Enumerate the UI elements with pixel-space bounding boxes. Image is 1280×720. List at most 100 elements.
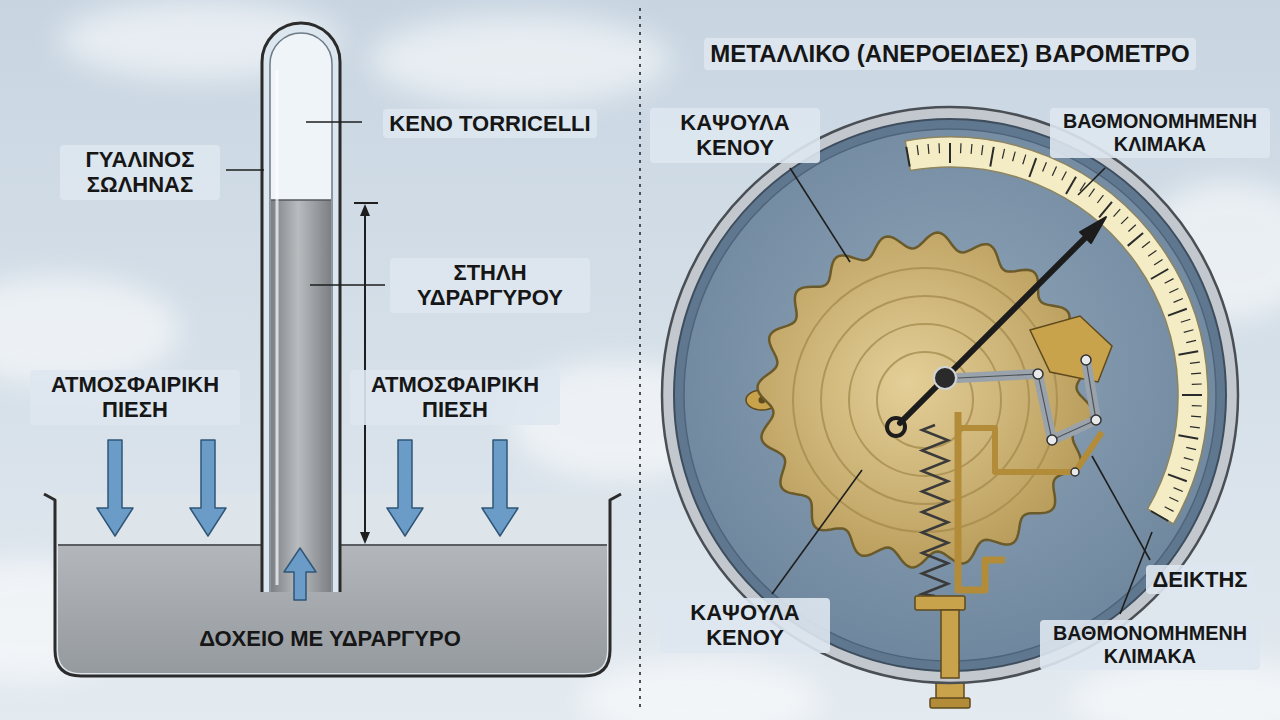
pointer <box>934 367 956 389</box>
pressure-label: ΑΤΜΟΣΦΑΙΡΙΚΗ ΠΙΕΣΗ <box>30 370 240 425</box>
graduated-scale <box>1052 167 1056 176</box>
graduated-scale <box>1169 289 1178 293</box>
graduated-scale <box>927 144 929 154</box>
graduated-scale <box>1148 250 1156 256</box>
graduated-scale <box>1043 162 1047 171</box>
graduated-scale <box>1142 242 1150 248</box>
graduated-scale <box>1089 189 1095 197</box>
gauge-housing <box>674 119 1226 671</box>
graduated-scale <box>1184 330 1194 333</box>
graduated-scale <box>990 147 993 167</box>
pressure-arrow <box>284 548 316 600</box>
linkage <box>1033 355 1101 476</box>
graduated-scale <box>1190 427 1200 428</box>
panel-divider <box>639 8 641 712</box>
sky-background <box>0 275 180 385</box>
linkage <box>1091 415 1101 425</box>
leader-line <box>226 169 264 171</box>
linkage <box>1071 468 1079 476</box>
gauge-housing <box>930 698 970 708</box>
sky-background <box>580 660 820 720</box>
graduated-scale <box>1191 415 1201 417</box>
pointer-label: ΔΕΙΚΤΗΣ <box>1146 565 1253 594</box>
leader-line <box>310 284 385 286</box>
pointer <box>887 418 905 436</box>
scale-label: ΒΑΘΜΟΝΟΜΗΜΕΝΗ ΚΛΙΜΑΚΑ <box>1050 108 1270 158</box>
pointer <box>900 229 1094 423</box>
graduated-scale <box>1181 468 1191 471</box>
sky-background <box>370 15 670 105</box>
pressure-arrow <box>190 440 226 536</box>
graduated-scale <box>906 147 909 167</box>
graduated-scale <box>1191 372 1201 374</box>
graduated-scale <box>1002 149 1004 159</box>
linkage <box>1033 369 1043 379</box>
graduated-scale <box>949 143 951 163</box>
graduated-scale <box>1121 217 1128 224</box>
linkage <box>1081 355 1091 365</box>
graduated-scale <box>1066 177 1076 194</box>
glass-tube <box>262 23 340 592</box>
pressure-arrow <box>97 440 133 536</box>
graduated-scale <box>938 143 940 153</box>
graduated-scale <box>917 145 918 155</box>
glass-tube <box>270 33 332 592</box>
graduated-scale <box>1029 158 1036 177</box>
leader-line <box>226 122 385 285</box>
tube-label: ΓΥΑΛΙΝΟΣ ΣΩΛΗΝΑΣ <box>60 145 220 200</box>
graduated-scale <box>1062 171 1067 180</box>
leader-line <box>1078 168 1105 195</box>
pressure-arrow <box>97 440 518 600</box>
graduated-scale <box>1184 458 1194 461</box>
spring-and-bracket <box>915 596 965 610</box>
graduated-scale <box>1013 152 1016 162</box>
graduated-scale <box>982 145 983 155</box>
graduated-scale <box>960 143 962 153</box>
glass-tube <box>276 70 279 585</box>
graduated-scale <box>1151 269 1168 279</box>
graduated-scale <box>1165 507 1174 512</box>
linkage <box>1047 435 1057 445</box>
graduated-scale <box>1023 155 1026 165</box>
leader-line <box>306 121 362 123</box>
scale-label: ΒΑΘΜΟΝΟΜΗΜΕΝΗ ΚΛΙΜΑΚΑ <box>1040 620 1260 670</box>
leader-line <box>790 168 850 262</box>
graduated-scale <box>1099 202 1112 217</box>
graduated-scale <box>1168 309 1187 316</box>
glass-tube <box>262 23 340 592</box>
pointer <box>887 217 1106 436</box>
vacuum-label: ΚΕΝΟ TORRICELLI <box>383 109 596 138</box>
graduated-scale <box>1192 405 1202 407</box>
gauge-housing <box>684 129 1216 661</box>
graduated-scale <box>1128 233 1143 246</box>
graduated-scale <box>1151 511 1168 521</box>
graduated-scale <box>1128 225 1135 232</box>
graduated-scale <box>1154 260 1162 265</box>
glass-tube <box>271 199 331 201</box>
spring-and-bracket <box>915 412 1005 678</box>
capsule-label: ΚΑΨΟΥΛΑ ΚΕΝΟΥ <box>660 598 830 653</box>
mercury-column <box>271 200 331 592</box>
pressure-label: ΑΤΜΟΣΦΑΙΡΙΚΗ ΠΙΕΣΗ <box>350 370 560 425</box>
linkage <box>1030 316 1112 382</box>
leader-line <box>1092 456 1150 560</box>
column-label: ΣΤΗΛΗ ΥΔΡΑΡΓΥΡΟΥ <box>390 258 590 313</box>
graduated-scale <box>1186 340 1196 342</box>
graduated-scale <box>1169 497 1178 501</box>
panel-title: ΜΕΤΑΛΛΙΚΟ (ΑΝΕΡΟΕΙΔΕΣ) ΒΑΡΟΜΕΤΡΟ <box>704 38 1195 70</box>
graduated-scale <box>1097 195 1103 203</box>
column-height-bracket <box>360 204 370 216</box>
graduated-scale <box>1178 435 1198 438</box>
leader-line <box>772 168 1152 614</box>
linkage <box>960 428 1102 472</box>
graduated-scale <box>1168 474 1187 481</box>
spring-and-bracket <box>941 610 959 678</box>
graduated-scale <box>1190 362 1200 363</box>
graduated-scale <box>1182 394 1202 396</box>
graduated-scale <box>1181 319 1191 322</box>
dish-label: ΔΟΧΕΙΟ ΜΕ ΥΔΡΑΡΓΥΡΟ <box>193 624 467 653</box>
